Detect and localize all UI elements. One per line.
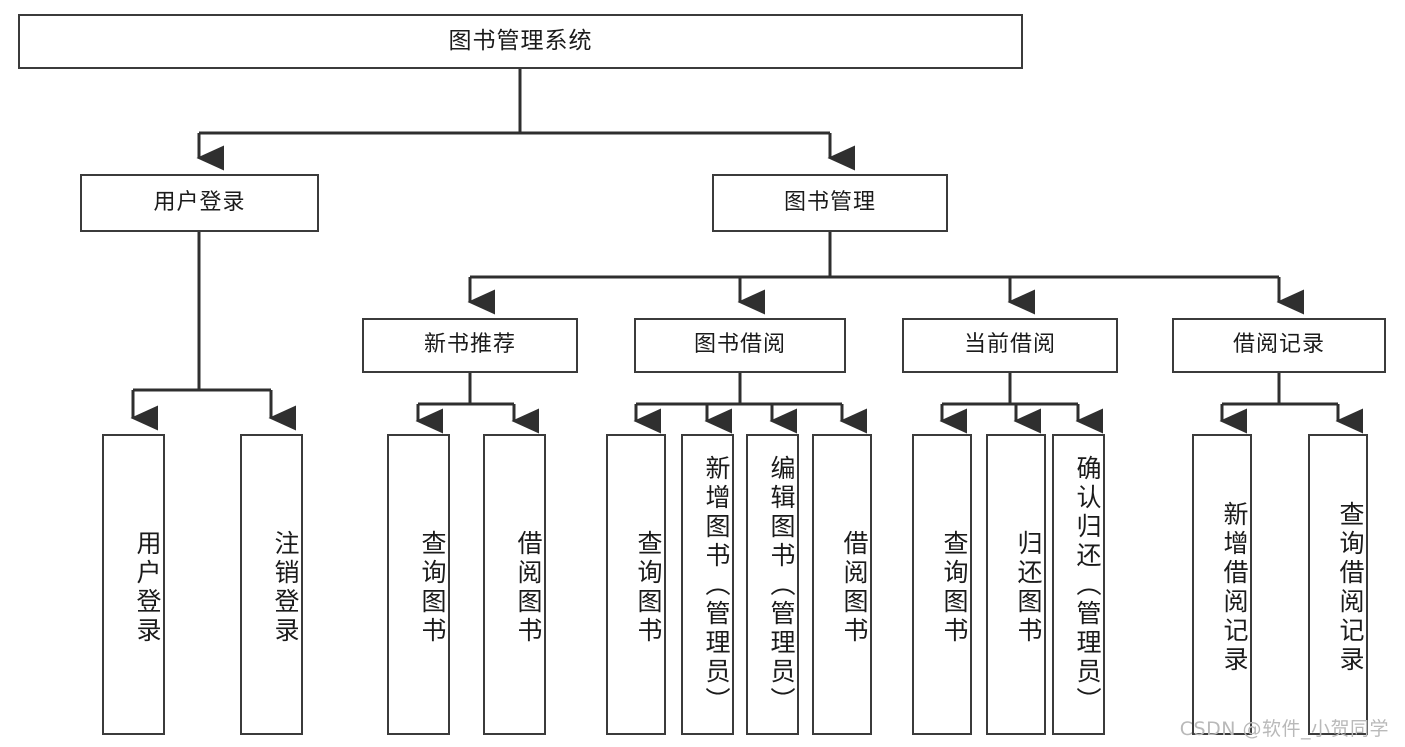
node-label: 查询图书 xyxy=(418,529,447,646)
node-leaf-query-book-recommend[interactable]: 查询图书 xyxy=(387,434,450,735)
node-label: 归还图书 xyxy=(1014,529,1043,646)
node-leaf-user-login[interactable]: 用户登录 xyxy=(102,434,165,735)
node-user-login[interactable]: 用户登录 xyxy=(80,174,319,232)
node-label: 编辑图书（管理员） xyxy=(767,455,796,716)
node-label: 借阅图书 xyxy=(840,529,869,646)
node-leaf-return-book[interactable]: 归还图书 xyxy=(986,434,1046,735)
node-new-book-recommend[interactable]: 新书推荐 xyxy=(362,318,578,373)
node-label: 查询图书 xyxy=(634,529,663,646)
node-label: 图书管理 xyxy=(783,189,876,215)
node-leaf-confirm-return-admin[interactable]: 确认归还（管理员） xyxy=(1052,434,1105,735)
node-label: 图书借阅 xyxy=(693,332,786,358)
node-label: 确认归还（管理员） xyxy=(1073,455,1102,716)
node-label: 借阅图书 xyxy=(514,529,543,646)
node-label: 用户登录 xyxy=(153,189,246,215)
node-label: 借阅记录 xyxy=(1232,332,1325,358)
node-label: 新增图书（管理员） xyxy=(702,455,731,716)
node-current-borrow[interactable]: 当前借阅 xyxy=(902,318,1118,373)
node-leaf-logout[interactable]: 注销登录 xyxy=(240,434,303,735)
node-label: 用户登录 xyxy=(133,529,162,646)
node-leaf-add-book-admin[interactable]: 新增图书（管理员） xyxy=(681,434,734,735)
node-label: 查询图书 xyxy=(940,529,969,646)
node-borrow-record[interactable]: 借阅记录 xyxy=(1172,318,1386,373)
node-leaf-add-borrow-record[interactable]: 新增借阅记录 xyxy=(1192,434,1252,735)
node-leaf-borrow-book[interactable]: 借阅图书 xyxy=(812,434,872,735)
watermark-text: CSDN @软件_小贺同学 xyxy=(1179,718,1389,740)
node-label: 新增借阅记录 xyxy=(1220,500,1249,675)
node-label: 查询借阅记录 xyxy=(1336,500,1365,675)
node-root-book-management-system[interactable]: 图书管理系统 xyxy=(18,14,1023,69)
node-leaf-query-book-current[interactable]: 查询图书 xyxy=(912,434,972,735)
node-leaf-edit-book-admin[interactable]: 编辑图书（管理员） xyxy=(746,434,799,735)
node-label: 注销登录 xyxy=(271,529,300,646)
node-leaf-query-book-borrow[interactable]: 查询图书 xyxy=(606,434,666,735)
node-label: 新书推荐 xyxy=(423,332,516,358)
node-book-borrow[interactable]: 图书借阅 xyxy=(634,318,846,373)
node-leaf-borrow-book-recommend[interactable]: 借阅图书 xyxy=(483,434,546,735)
node-book-management[interactable]: 图书管理 xyxy=(712,174,948,232)
node-label: 图书管理系统 xyxy=(448,27,593,54)
node-leaf-query-borrow-record[interactable]: 查询借阅记录 xyxy=(1308,434,1368,735)
node-label: 当前借阅 xyxy=(963,332,1056,358)
